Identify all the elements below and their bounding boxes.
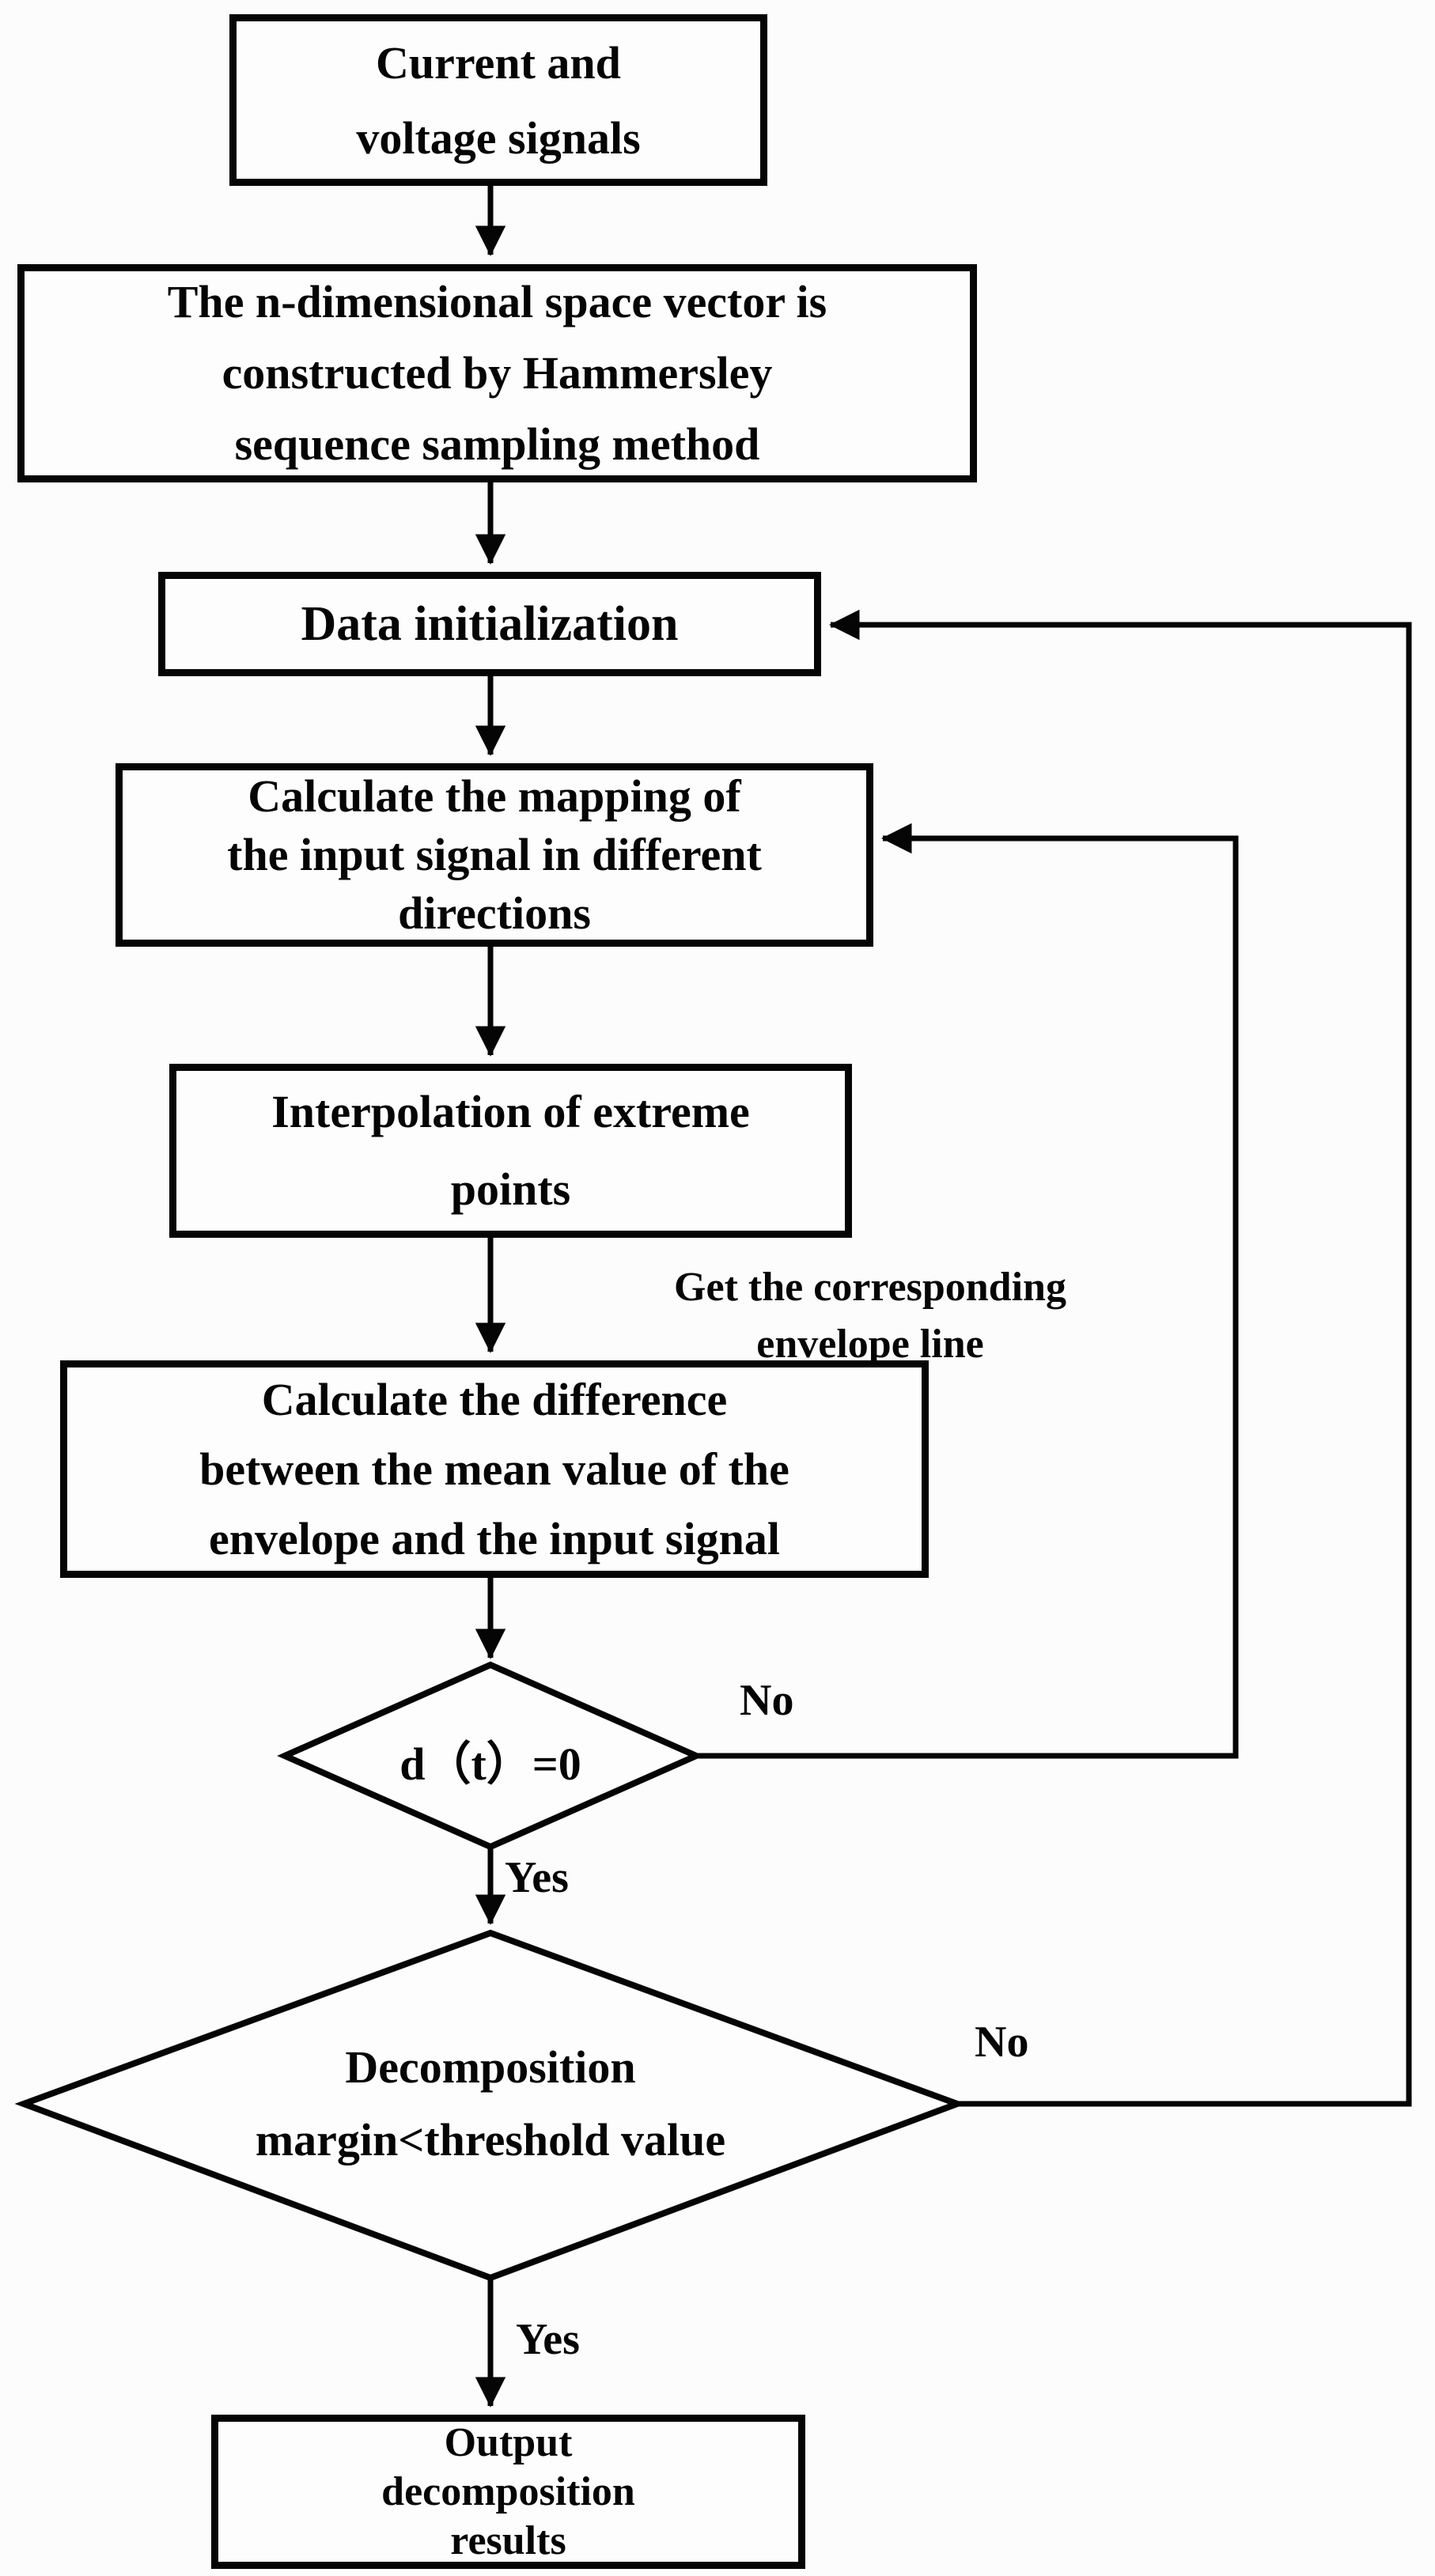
decision-dt-label: d（t）=0 — [399, 1738, 581, 1790]
node-construct-line: constructed by Hammersley — [221, 347, 773, 399]
node-output-line: Output — [444, 2419, 573, 2465]
node-output: Output decomposition results — [211, 2415, 805, 2569]
node-init: Data initialization — [158, 572, 821, 676]
node-output-line: decomposition — [381, 2468, 635, 2514]
node-output-line: results — [450, 2517, 566, 2563]
branch-label-dt-yes: Yes — [505, 1853, 569, 1902]
node-mapping: Calculate the mapping of the input signa… — [115, 763, 873, 947]
decision-margin-diamond — [14, 1929, 967, 2282]
node-difference-line: Calculate the difference — [261, 1373, 728, 1425]
node-mapping-line: the input signal in different — [227, 829, 762, 880]
branch-label-margin-yes: Yes — [516, 2315, 580, 2364]
node-construct: The n-dimensional space vector is constr… — [17, 264, 977, 482]
envelope-annotation-line: Get the corresponding — [674, 1265, 1066, 1310]
envelope-annotation: Get the corresponding envelope line — [514, 1259, 1226, 1373]
node-interpolation: Interpolation of extreme points — [169, 1064, 852, 1238]
decision-margin-line: margin<threshold value — [255, 2114, 726, 2166]
edge-decision-margin-no-loop — [829, 609, 1412, 2107]
branch-label-dt-no: No — [740, 1676, 794, 1725]
node-start-line: voltage signals — [356, 112, 641, 164]
node-interpolation-line: Interpolation of extreme — [271, 1086, 750, 1137]
decision-margin-line: Decomposition — [345, 2041, 636, 2093]
node-construct-line: The n-dimensional space vector is — [167, 276, 827, 327]
node-init-line: Data initialization — [301, 597, 679, 651]
node-mapping-line: directions — [398, 887, 591, 939]
node-start: Current and voltage signals — [229, 14, 767, 186]
decision-dt-diamond — [277, 1661, 704, 1851]
edge-decision-dt-no-loop — [696, 823, 1239, 1759]
envelope-annotation-line: envelope line — [756, 1322, 984, 1367]
node-difference-line: between the mean value of the — [199, 1443, 789, 1495]
node-start-line: Current and — [376, 36, 621, 89]
node-construct-line: sequence sampling method — [234, 418, 760, 470]
branch-label-margin-no: No — [975, 2018, 1029, 2067]
node-difference-line: envelope and the input signal — [209, 1512, 780, 1564]
decision-margin-label: Decomposition margin<threshold value — [134, 2031, 846, 2177]
node-mapping-line: Calculate the mapping of — [248, 770, 741, 822]
node-interpolation-line: points — [450, 1163, 571, 1215]
node-difference: Calculate the difference between the mea… — [60, 1360, 929, 1578]
